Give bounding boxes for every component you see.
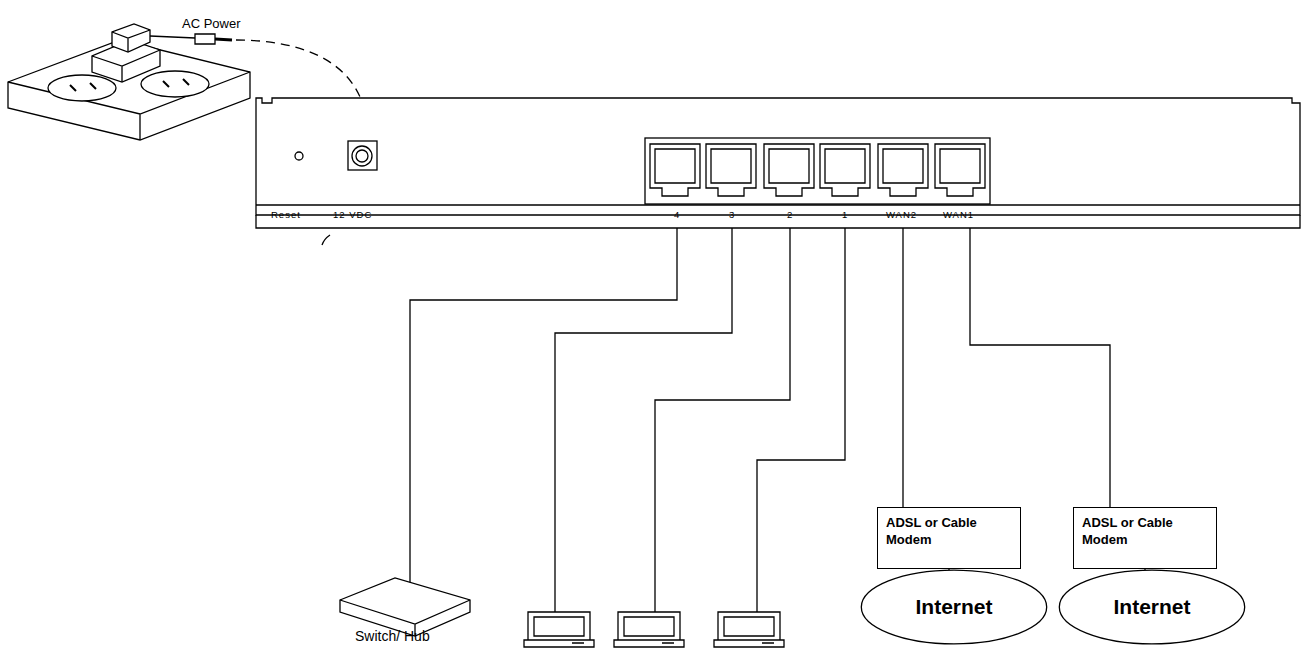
modem-label: ADSL or Cable Modem xyxy=(1082,514,1182,548)
port-label: Reset xyxy=(271,209,301,220)
power-label: AC Power xyxy=(182,16,241,31)
port-label: 4 xyxy=(674,209,680,220)
internet-label: Internet xyxy=(1113,595,1190,619)
computer-icon xyxy=(614,612,684,647)
internet-ellipse: Internet xyxy=(860,569,1048,645)
device-label: Switch/ Hub xyxy=(355,628,430,644)
port-label: 3 xyxy=(729,209,735,220)
modem-box: ADSL or Cable Modem xyxy=(877,507,1021,569)
rj45-port xyxy=(878,144,928,196)
port-label: WAN1 xyxy=(943,209,974,220)
computer-icon xyxy=(714,612,784,647)
rj45-port xyxy=(820,144,870,196)
internet-label: Internet xyxy=(915,595,992,619)
rj45-port xyxy=(706,144,756,196)
rj45-port xyxy=(764,144,814,196)
internet-ellipse: Internet xyxy=(1058,569,1246,645)
port-label: 12 VDC xyxy=(333,209,372,220)
modem-label: ADSL or Cable Modem xyxy=(886,514,986,548)
rj45-port xyxy=(935,144,985,196)
modem-box: ADSL or Cable Modem xyxy=(1073,507,1217,569)
port-label: 2 xyxy=(787,209,793,220)
rj45-port xyxy=(650,144,700,196)
port-label: WAN2 xyxy=(886,209,917,220)
port-label: 1 xyxy=(842,209,848,220)
computer-icon xyxy=(524,612,594,647)
